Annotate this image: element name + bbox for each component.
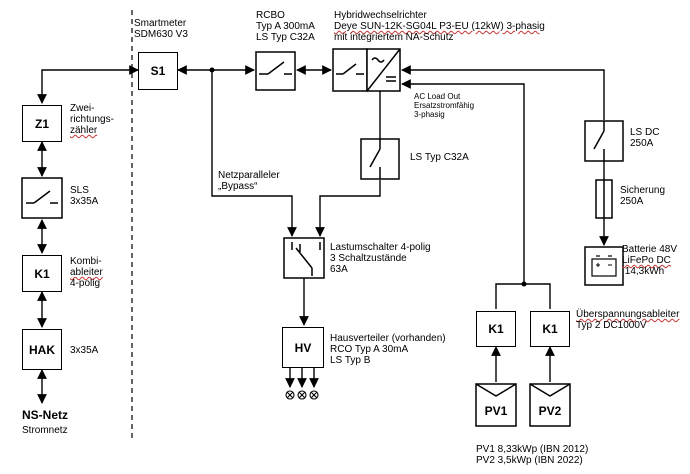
ns-netz-label: NS-Netz bbox=[22, 408, 69, 422]
sls-switch-symbol bbox=[21, 177, 63, 219]
batterie-label-line1: Batterie 48V bbox=[622, 244, 678, 255]
s1-box: S1 bbox=[138, 52, 178, 90]
k1-kombiableiter-box: K1 bbox=[22, 255, 62, 292]
kombiableiter-line2: ableiter bbox=[70, 267, 103, 278]
wire-k1pv2-join bbox=[524, 283, 551, 309]
inverter-note: mit integriertem NA-Schutz bbox=[334, 32, 454, 43]
pv-module-symbols bbox=[475, 383, 571, 427]
ueberspannung-label-line2: Typ 2 DC1000V bbox=[576, 320, 647, 331]
pv1-label: PV1 bbox=[484, 404, 508, 418]
inverter-title: Hybridwechselrichter bbox=[334, 10, 427, 21]
zweirichtungszaehler-line3: zähler bbox=[70, 125, 98, 136]
zweirichtungszaehler-line1: Zwei- bbox=[70, 103, 95, 114]
smartmeter-label: Smartmeter SDM630 V3 bbox=[134, 18, 188, 40]
fuse-symbol bbox=[595, 179, 613, 219]
k1-pv1-box: K1 bbox=[476, 311, 516, 347]
bypass-label: Netzparalleler „Bypass“ bbox=[218, 170, 280, 192]
z1-box: Z1 bbox=[22, 105, 62, 142]
ls-c32a-switch-symbol bbox=[360, 138, 400, 180]
rcbo-label: RCBO Typ A 300mA LS Typ C32A bbox=[256, 10, 315, 43]
ueberspannung-label-line1: Überspannungsableiter bbox=[576, 309, 680, 320]
wire-bypass bbox=[211, 70, 297, 237]
battery-symbol bbox=[584, 246, 624, 286]
zweirichtungszaehler-line2: richtungs- bbox=[70, 114, 114, 125]
hausverteiler-label: Hausverteiler (vorhanden) RCO Typ A 30mA… bbox=[330, 333, 446, 366]
lastumschalter-symbol bbox=[283, 237, 325, 279]
kombiableiter-line1: Kombi- bbox=[70, 256, 102, 267]
pv-info-label: PV1 8,33kWp (IBN 2012) PV2 3,5kWp (IBN 2… bbox=[476, 444, 589, 466]
ac-load-out-label: AC Load Out Ersatzstromfähig 3-phasig bbox=[414, 92, 475, 119]
junction-dot bbox=[209, 67, 215, 73]
kombiableiter-line3: 4-polig bbox=[70, 278, 101, 289]
stromnetz-label: Stromnetz bbox=[22, 425, 68, 436]
batterie-label-line2: LiFePo DC bbox=[622, 255, 671, 266]
hak-box: HAK bbox=[22, 329, 62, 370]
lamp-icons bbox=[285, 390, 319, 400]
junction-dot bbox=[521, 281, 527, 287]
wire-ls-lastumschalter bbox=[315, 180, 381, 237]
rcbo-switch-symbol bbox=[255, 51, 296, 91]
hak-rating-label: 3x35A bbox=[70, 345, 99, 356]
ls-c32a-label: LS Typ C32A bbox=[410, 152, 469, 163]
batterie-label-line3: 14,3kWh bbox=[622, 266, 665, 277]
hv-box: HV bbox=[282, 327, 324, 368]
wire-inverter-lsdc bbox=[401, 65, 605, 120]
inverter-symbol bbox=[332, 48, 401, 92]
ls-dc-switch-symbol bbox=[584, 120, 624, 162]
lastumschalter-label: Lastumschalter 4-polig 3 Schaltzustände … bbox=[330, 242, 431, 275]
k1-pv2-box: K1 bbox=[530, 311, 570, 347]
sls-label: SLS 3x35A bbox=[70, 185, 99, 207]
wire-z1-s1 bbox=[37, 65, 139, 104]
ls-dc-label: LS DC 250A bbox=[630, 127, 660, 149]
pv2-label: PV2 bbox=[538, 404, 562, 418]
inverter-model: Deye SUN-12K-SG04L P3-EU (12kW) 3-phasig bbox=[334, 21, 545, 32]
sicherung-label: Sicherung 250A bbox=[620, 185, 666, 207]
